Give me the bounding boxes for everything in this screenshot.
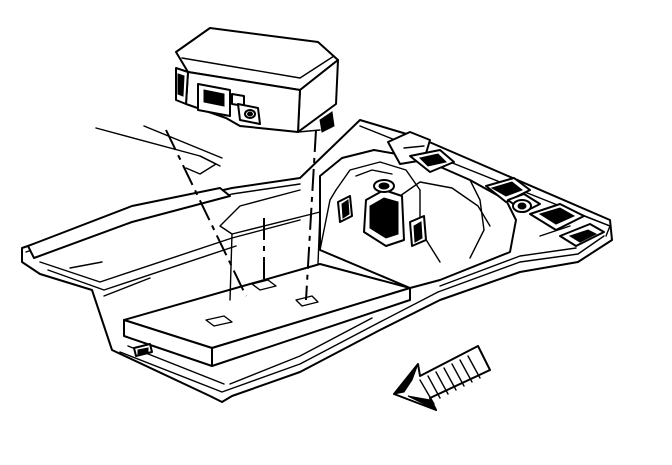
hole-right xyxy=(295,295,319,307)
mounting-platform xyxy=(123,189,411,367)
hole-middle xyxy=(251,279,277,291)
rear-brackets xyxy=(387,131,611,247)
explode-guide-lines xyxy=(165,129,317,301)
transmission-tunnel xyxy=(319,149,517,289)
fastener-holes xyxy=(205,279,319,327)
floor-console-base xyxy=(21,119,613,403)
forward-arrow-icon xyxy=(392,345,491,412)
left-floor-pad xyxy=(27,125,231,259)
control-module xyxy=(175,27,339,133)
hole-left xyxy=(205,315,233,327)
